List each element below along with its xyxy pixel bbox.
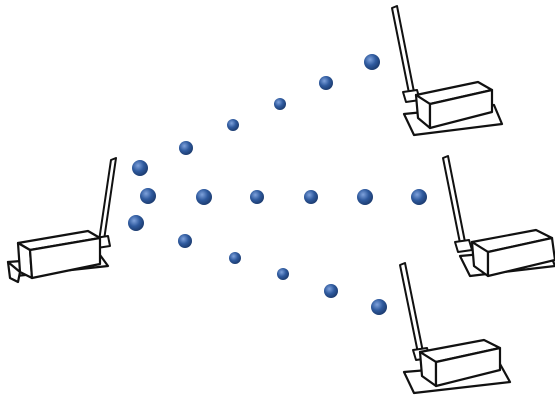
signal-dot-receiver-top-5 <box>319 76 333 90</box>
signal-dot-receiver-top-4 <box>274 98 286 110</box>
signal-dot-receiver-top-1 <box>132 160 148 176</box>
signal-dot-receiver-top-3 <box>227 119 239 131</box>
signal-dot-receiver-bottom-6 <box>371 299 387 315</box>
signal-dot-receiver-middle-6 <box>411 189 427 205</box>
receiver-bottom-device-icon <box>399 262 512 395</box>
signal-dot-receiver-bottom-1 <box>128 215 144 231</box>
signal-dot-receiver-bottom-4 <box>277 268 289 280</box>
signal-dot-receiver-bottom-2 <box>178 234 192 248</box>
signal-dot-receiver-top-6 <box>364 54 380 70</box>
transmitter-device-icon <box>6 157 117 284</box>
signal-dot-receiver-bottom-3 <box>229 252 241 264</box>
signal-dots-group <box>128 54 427 315</box>
signal-dot-receiver-middle-4 <box>304 190 318 204</box>
signal-dot-receiver-bottom-5 <box>324 284 338 298</box>
signal-dot-receiver-middle-1 <box>140 188 156 204</box>
receiver-top-device-icon <box>391 5 504 137</box>
signal-dot-receiver-middle-5 <box>357 189 373 205</box>
signal-dot-receiver-middle-3 <box>250 190 264 204</box>
signal-dot-receiver-middle-2 <box>196 189 212 205</box>
receiver-middle-device-icon <box>442 155 555 278</box>
signal-dot-receiver-top-2 <box>179 141 193 155</box>
